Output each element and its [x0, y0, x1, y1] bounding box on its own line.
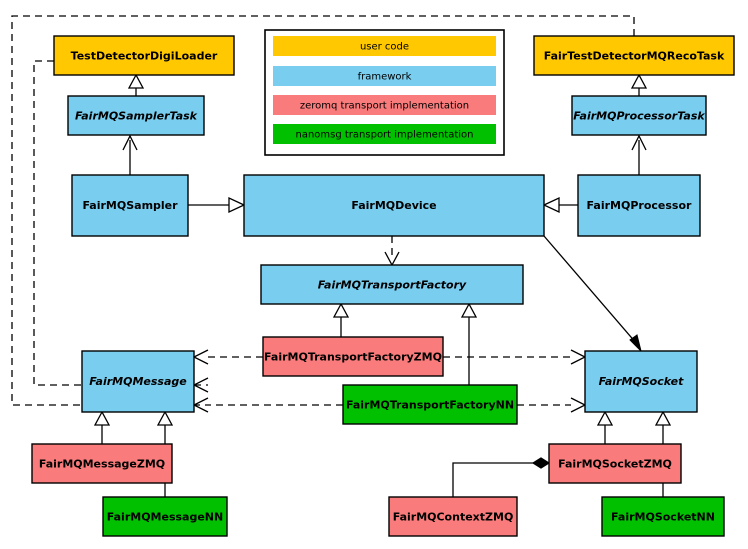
node-fairmqcontextzmq[interactable]: FairMQContextZMQ [388, 496, 518, 537]
node-label: FairMQTransportFactoryZMQ [264, 351, 442, 364]
legend-item-zeromq: zeromq transport implementation [273, 95, 496, 115]
node-label: FairMQSocket [599, 375, 685, 388]
node-box[interactable] [243, 174, 545, 237]
edge-processor-processortask [631, 134, 647, 175]
node-box[interactable] [102, 496, 228, 537]
legend-item-nanomsg: nanomsg transport implementation [273, 124, 496, 144]
node-label: FairMQTransportFactory [318, 279, 467, 292]
legend-swatch [273, 36, 496, 56]
edge-recotask-message [11, 15, 635, 406]
node-label: FairMQSamplerTask [75, 110, 198, 123]
edge-messagezmq-message [93, 410, 111, 444]
node-label: FairMQMessage [89, 375, 187, 388]
node-fairmqsocket[interactable]: FairMQSocket [584, 350, 698, 413]
node-box[interactable] [548, 443, 682, 484]
edge-device-socket [543, 235, 642, 353]
legend-label: framework [358, 72, 412, 83]
edge-sampler-device [188, 196, 246, 214]
node-fairmqmessagenn[interactable]: FairMQMessageNN [102, 496, 228, 537]
node-label: FairMQSocketZMQ [558, 458, 672, 471]
node-label: FairMQProcessor [587, 199, 692, 212]
node-label: FairMQMessageZMQ [39, 458, 165, 471]
node-box[interactable] [601, 496, 725, 537]
node-layer: TestDetectorDigiLoader FairMQSamplerTask… [31, 35, 735, 537]
node-label: FairMQContextZMQ [393, 511, 514, 524]
node-fairmqtransportfactoryzmq[interactable]: FairMQTransportFactoryZMQ [262, 336, 444, 377]
node-fairmqsamplertask[interactable]: FairMQSamplerTask [67, 95, 205, 136]
node-label: FairMQProcessorTask [573, 110, 705, 123]
edge-tfzmq-tf [332, 302, 350, 337]
node-box[interactable] [81, 350, 195, 413]
legend-label: zeromq transport implementation [300, 101, 469, 112]
node-fairmqmessage[interactable]: FairMQMessage [81, 350, 195, 413]
node-fairmqsocketnn[interactable]: FairMQSocketNN [601, 496, 725, 537]
node-box[interactable] [584, 350, 698, 413]
node-box[interactable] [342, 384, 518, 425]
node-box[interactable] [262, 336, 444, 377]
node-box[interactable] [533, 35, 735, 76]
node-label: TestDetectorDigiLoader [71, 50, 218, 63]
node-box[interactable] [388, 496, 518, 537]
legend-item-framework: framework [273, 66, 496, 86]
legend-swatch [273, 95, 496, 115]
node-fairmqdevice[interactable]: FairMQDevice [243, 174, 545, 237]
node-fairmqmessagezmq[interactable]: FairMQMessageZMQ [31, 443, 173, 484]
legend-label: nanomsg transport implementation [295, 130, 473, 141]
node-label: FairMQDevice [351, 199, 436, 212]
edge-tfzmq-socket [443, 349, 587, 365]
node-fairmqprocessortask[interactable]: FairMQProcessorTask [571, 95, 707, 136]
node-fairmqtransportfactory[interactable]: FairMQTransportFactory [260, 264, 524, 305]
node-box[interactable] [53, 35, 235, 76]
node-box[interactable] [260, 264, 524, 305]
node-fairmqsocketzmq[interactable]: FairMQSocketZMQ [548, 443, 682, 484]
node-box[interactable] [31, 443, 173, 484]
node-label: FairMQSocketNN [611, 511, 715, 524]
edge-digiloader-samplertask [127, 73, 145, 96]
node-box[interactable] [67, 95, 205, 136]
node-label: FairMQSampler [82, 199, 178, 212]
edge-tfzmq-message [192, 349, 263, 365]
node-fairtestdetectormqrecotask[interactable]: FairTestDetectorMQRecoTask [533, 35, 735, 76]
edge-recotask-processortask [630, 73, 648, 96]
node-box[interactable] [577, 174, 701, 237]
edge-tfnn-tf [460, 302, 478, 385]
node-label: FairMQTransportFactoryNN [346, 399, 514, 412]
legend-swatch [273, 66, 496, 86]
edge-layer [11, 15, 672, 497]
node-box[interactable] [571, 95, 707, 136]
legend-swatch [273, 124, 496, 144]
node-fairmqprocessor[interactable]: FairMQProcessor [577, 174, 701, 237]
legend-item-user-code: user code [273, 36, 496, 56]
node-label: FairTestDetectorMQRecoTask [544, 50, 725, 63]
legend: user code framework zeromq transport imp… [264, 29, 505, 156]
node-fairmqsampler[interactable]: FairMQSampler [71, 174, 189, 237]
node-box[interactable] [71, 174, 189, 237]
edge-device-transportfactory [384, 236, 400, 267]
legend-label: user code [360, 42, 409, 53]
edge-tfnn-socket [517, 397, 587, 413]
edge-contextzmq-socketzmq [452, 457, 551, 497]
node-fairmqtransportfactorynn[interactable]: FairMQTransportFactoryNN [342, 384, 518, 425]
edge-sampler-samplertask [122, 134, 138, 175]
edge-tfnn-message [192, 397, 343, 413]
node-label: FairMQMessageNN [107, 511, 223, 524]
node-testdetectordigiloader[interactable]: TestDetectorDigiLoader [53, 35, 235, 76]
edge-socketzmq-socket [596, 410, 614, 444]
edge-processor-device [542, 196, 578, 214]
